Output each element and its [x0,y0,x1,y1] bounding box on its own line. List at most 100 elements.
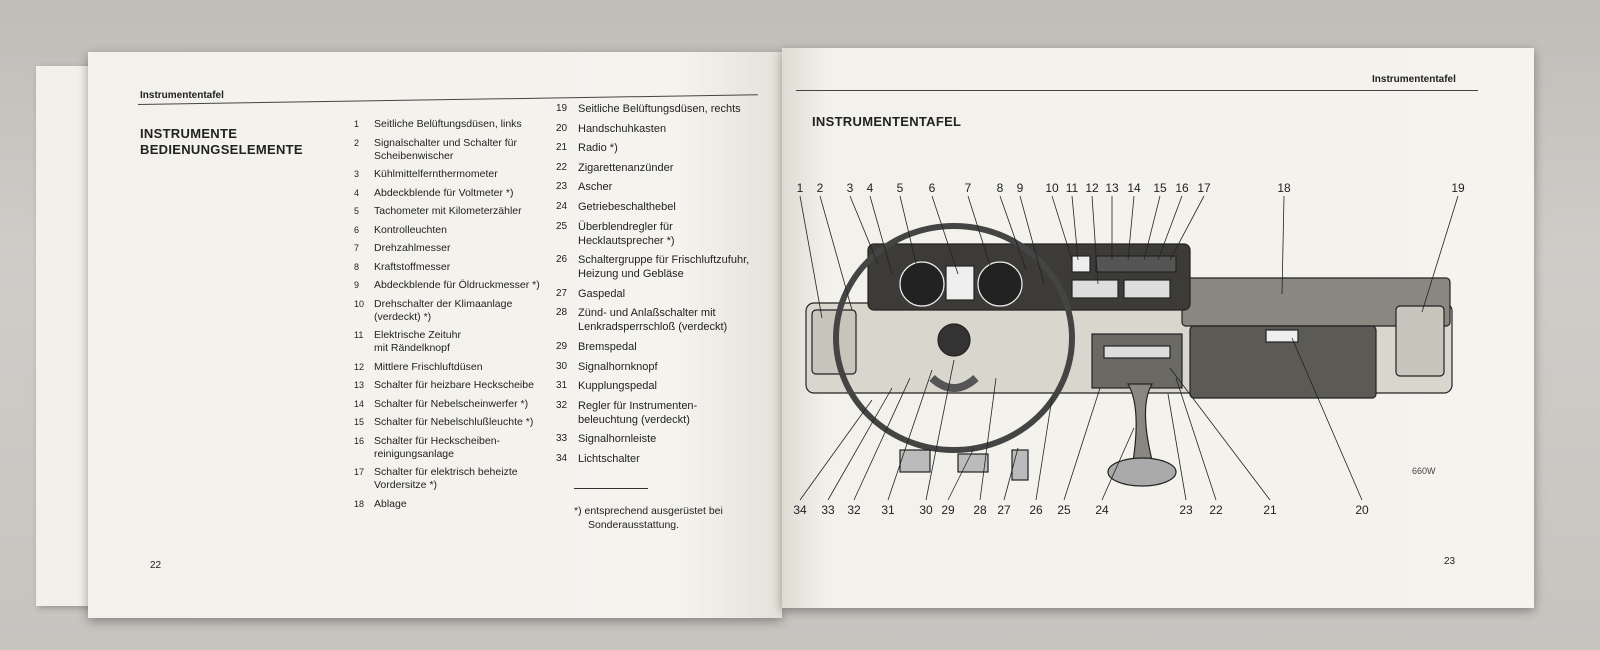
legend-item-text: Lichtschalter [578,452,640,465]
legend-item-text: Drehzahlmesser [374,242,451,254]
legend-item-number: 5 [354,206,360,216]
leader-line [925,359,955,501]
footnote: *) entsprechend ausgerüstet bei Sonderau… [574,504,754,532]
legend-item-text: Schalter für elektrisch beheizte [374,466,518,478]
gear-boot [1107,457,1177,487]
leader-line [1003,447,1019,501]
callout-top: 19 [1451,181,1465,195]
legend-item-text: Tachometer mit Kilometerzähler [374,205,522,217]
legend-item-text: Überblendregler für [578,220,673,233]
callout-bottom: 34 [793,503,807,517]
legend-item-number: 20 [556,122,568,134]
legend-item-text: Gaspedal [578,287,626,300]
callout-top: 5 [897,181,904,195]
leader-line [827,387,893,501]
legend-item-text: Schaltergruppe für Frischluftzufuhr, [578,254,750,267]
legend-item-number: 12 [354,361,365,372]
tachometer-dial [899,261,945,307]
legend-item-number: 4 [354,187,360,198]
title-line-1: INSTRUMENTE [140,126,238,141]
legend-item-text: Kühlmittelfernthermometer [374,168,498,180]
leader-line [1101,427,1135,501]
leader-line [853,377,911,501]
callout-top: 3 [847,181,854,195]
callout-top: 11 [1066,181,1079,195]
leader-line [1091,195,1099,285]
leader-line [979,377,997,501]
callout-bottom: 21 [1263,503,1277,517]
leader-line [1019,195,1045,285]
legend-item-text: Seitliche Belüftungsdüsen, rechts [578,103,741,115]
leader-line [1421,195,1459,313]
radio-console [1091,333,1183,389]
wheel-spoke [929,374,979,392]
callout-top: 1 [797,181,804,195]
legend-item-number: 31 [556,380,568,392]
callout-top: 14 [1127,181,1141,195]
center-vents [1071,279,1119,299]
callout-top: 17 [1197,181,1211,195]
leader-line [1063,387,1101,501]
callout-bottom: 32 [847,503,861,517]
leader-line [799,195,823,319]
legend-item-number: 33 [556,433,568,445]
leader-line [1071,195,1079,261]
rpm-dial [977,261,1023,307]
right-page: Instrumententafel INSTRUMENTENTAFEL [782,48,1534,608]
callout-top: 10 [1045,181,1059,195]
footnote-line-1: *) entsprechend ausgerüstet bei [574,505,723,517]
legend-item-number: 21 [556,142,568,154]
legend-item-text: Radio *) [578,142,618,155]
legend-item-text: Lenkradsperrschloß (verdeckt) [578,321,728,334]
callout-top: 12 [1085,181,1099,195]
leader-line [799,399,873,501]
legend-item: 33 Signalhornleiste [556,432,776,446]
legend-item-text: Handschuhkasten [578,122,667,135]
legend-item-number: 19 [556,103,568,114]
legend-item-number: 32 [556,399,568,411]
footnote-rule [574,488,648,489]
legend-item-text: Heizung und Gebläse [578,268,684,281]
legend-item-text: Drehschalter der Klimaanlage [374,297,513,310]
legend-item-number: 7 [354,243,360,253]
leader-line [1291,337,1363,501]
legend-item-number: 9 [354,280,360,290]
legend-item-text: Regler für Instrumenten- [578,399,698,412]
leader-line [887,369,933,501]
leader-line [899,195,921,281]
center-vents-2 [1123,279,1171,299]
gear-lever [1126,383,1155,469]
leader-line [1167,393,1187,501]
legend-item-text: Schalter für Heckscheiben- [374,434,501,447]
legend-item-number: 15 [354,417,365,427]
leader-line [869,195,893,275]
legend-column-2: 19 Seitliche Belüftungsdüsen, rechts 20 Han… [556,102,776,472]
callout-top: 15 [1153,181,1167,195]
callout-bottom: 20 [1355,503,1369,517]
title-line-2: BEDIENUNGSELEMENTE [140,142,303,157]
legend-item-text: Signalhornleiste [578,433,657,446]
callout-bottom: 22 [1209,503,1223,517]
callout-top: 13 [1105,181,1119,195]
callout-top: 4 [867,181,874,195]
page-number-right: 23 [1444,556,1456,567]
leader-line [999,195,1027,271]
gas-pedal [1011,449,1029,481]
leader-line [931,195,959,275]
legend-item-text: mit Rändelknopf [374,342,450,354]
legend-item-text: Kontrolleuchten [374,223,447,236]
callout-top: 7 [965,181,972,195]
warning-lights [945,265,975,301]
